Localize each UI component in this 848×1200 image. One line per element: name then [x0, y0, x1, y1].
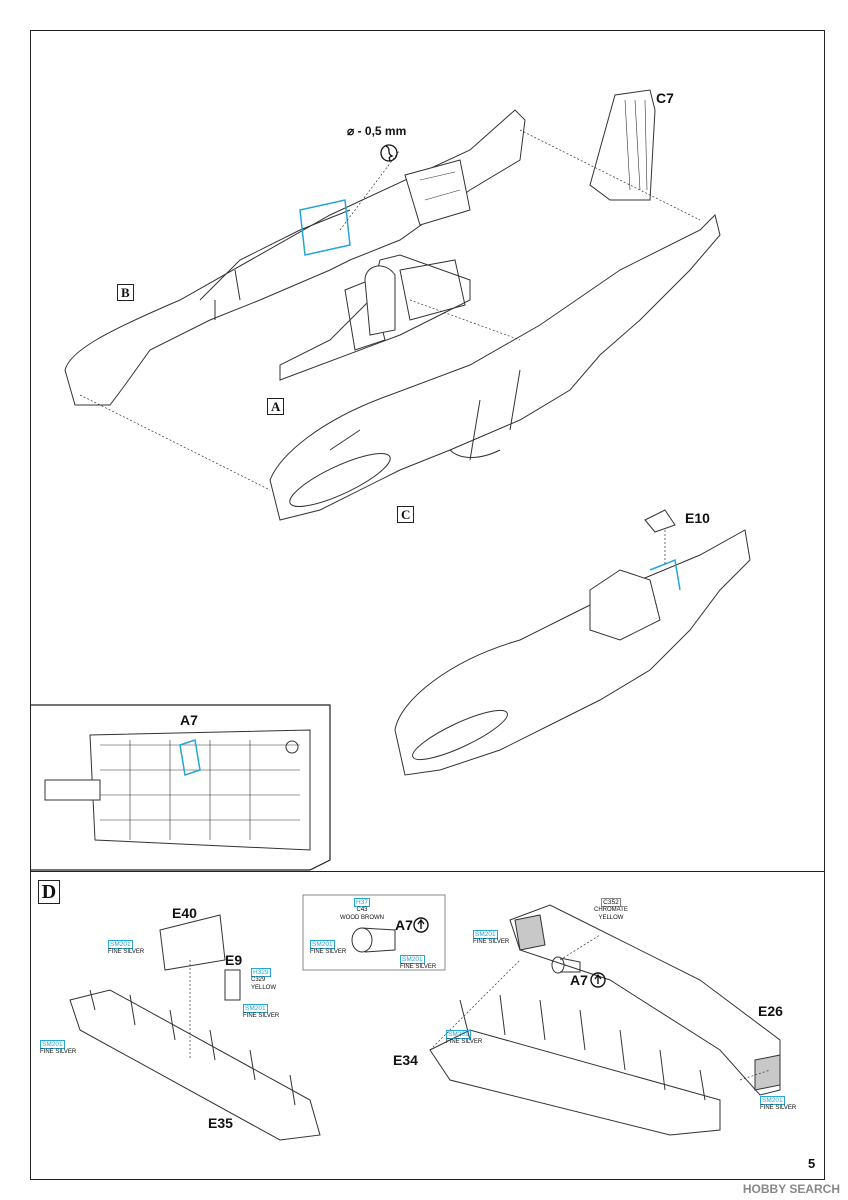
windscreen-e10 [644, 509, 676, 533]
box-label-b: B [117, 284, 134, 301]
part-label-a7-right: A7 [570, 972, 588, 988]
a7-paint-inset [302, 894, 446, 971]
part-e35 [69, 989, 321, 1141]
a7-arrow-icon [413, 917, 606, 988]
paint-callout-c352: C352 CHROMATE YELLOW [594, 898, 628, 921]
page-frame [30, 30, 825, 1180]
part-label-e26: E26 [758, 1003, 783, 1019]
detail-inset-frame [30, 704, 331, 871]
paint-callout-h37: H37 C43 WOOD BROWN [340, 898, 384, 921]
paint-callout-sm201-e9: SM201 FINE SILVER [243, 1004, 280, 1019]
step-label-d: D [38, 880, 60, 904]
fuselage-right-half [269, 214, 721, 521]
paint-callout-sm201-a7-left: SM201 FINE SILVER [310, 940, 347, 955]
paint-callout-sm201-e35: SM201 FINE SILVER [40, 1040, 77, 1055]
part-label-e10: E10 [685, 510, 710, 526]
step-d-divider [30, 871, 825, 872]
part-label-a7-inset: A7 [395, 917, 413, 933]
drill-note: ⌀ - 0,5 mm [347, 124, 407, 138]
paint-callout-sm201-a7-right: SM201 FINE SILVER [400, 955, 437, 970]
box-label-c: C [397, 506, 415, 523]
paint-callout-sm201-e26-top: SM201 FINE SILVER [473, 930, 510, 945]
drill-icon [380, 144, 398, 162]
box-label-a: A [267, 398, 285, 415]
page-number: 5 [808, 1156, 816, 1171]
paint-callout-sm201-e26-bottom: SM201 FINE SILVER [760, 1096, 797, 1111]
part-label-e34: E34 [393, 1052, 418, 1068]
paint-callout-sm201-e34: SM201 FINE SILVER [446, 1030, 483, 1045]
paint-callout-sm201-e40: SM201 FINE SILVER [108, 940, 145, 955]
inset-part-label-a7: A7 [180, 712, 198, 728]
paint-callout-h329: H329 C329 YELLOW [251, 968, 277, 991]
part-label-c7: C7 [656, 90, 674, 106]
part-label-e9: E9 [225, 952, 243, 968]
part-label-e40: E40 [172, 905, 197, 921]
assembled-fuselage [394, 529, 751, 776]
watermark: HOBBY SEARCH [742, 1182, 840, 1196]
part-label-e35: E35 [208, 1115, 233, 1131]
